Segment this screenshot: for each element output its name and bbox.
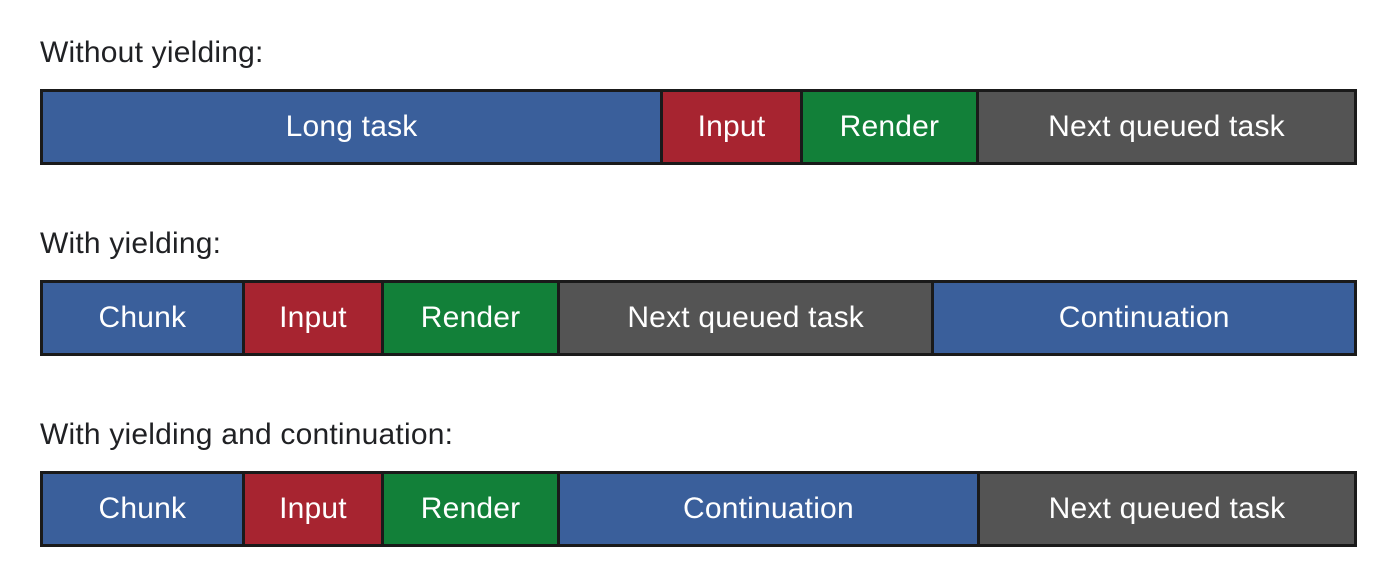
task-segment-input: Input xyxy=(244,283,382,353)
task-segment-label: Render xyxy=(420,301,521,334)
section-label: With yielding and continuation: xyxy=(40,418,454,451)
task-segment-label: Chunk xyxy=(98,492,187,525)
task-segment-input: Input xyxy=(244,474,382,544)
task-segment-render: Render xyxy=(384,283,557,353)
task-segment-label: Input xyxy=(279,301,347,334)
task-segment-label: Next queued task xyxy=(1048,110,1285,143)
task-segment-label: Long task xyxy=(285,110,418,143)
task-segment-chunk: Chunk xyxy=(43,474,242,544)
task-segment-continuation: Continuation xyxy=(934,283,1354,353)
timeline-row: Chunk Input Render Next queued task Continua… xyxy=(40,280,1357,356)
timeline-row: Chunk Input Render Continuation Next queued … xyxy=(40,471,1357,547)
task-segment-continuation: Continuation xyxy=(559,474,977,544)
task-segment-label: Continuation xyxy=(1058,301,1230,334)
task-segment-next-queued-task: Next queued task xyxy=(559,283,932,353)
task-segment-label: Continuation xyxy=(682,492,854,525)
task-segment-label: Input xyxy=(697,110,766,143)
task-segment-render: Render xyxy=(384,474,557,544)
task-segment-label: Render xyxy=(420,492,521,525)
task-segment-input: Input xyxy=(663,92,800,162)
task-segment-render: Render xyxy=(802,92,977,162)
task-segment-next-queued-task: Next queued task xyxy=(979,474,1354,544)
task-segment-label: Input xyxy=(279,492,347,525)
section-label: With yielding: xyxy=(40,227,222,260)
task-segment-label: Render xyxy=(839,110,940,143)
task-segment-chunk: Chunk xyxy=(43,283,242,353)
task-segment-long-task: Long task xyxy=(43,92,661,162)
timeline-row: Long task Input Render Next queued task xyxy=(40,89,1357,165)
task-segment-label: Chunk xyxy=(98,301,187,334)
task-segment-label: Next queued task xyxy=(627,301,864,334)
task-segment-next-queued-task: Next queued task xyxy=(979,92,1354,162)
task-segment-label: Next queued task xyxy=(1048,492,1286,525)
section-label: Without yielding: xyxy=(40,36,264,69)
